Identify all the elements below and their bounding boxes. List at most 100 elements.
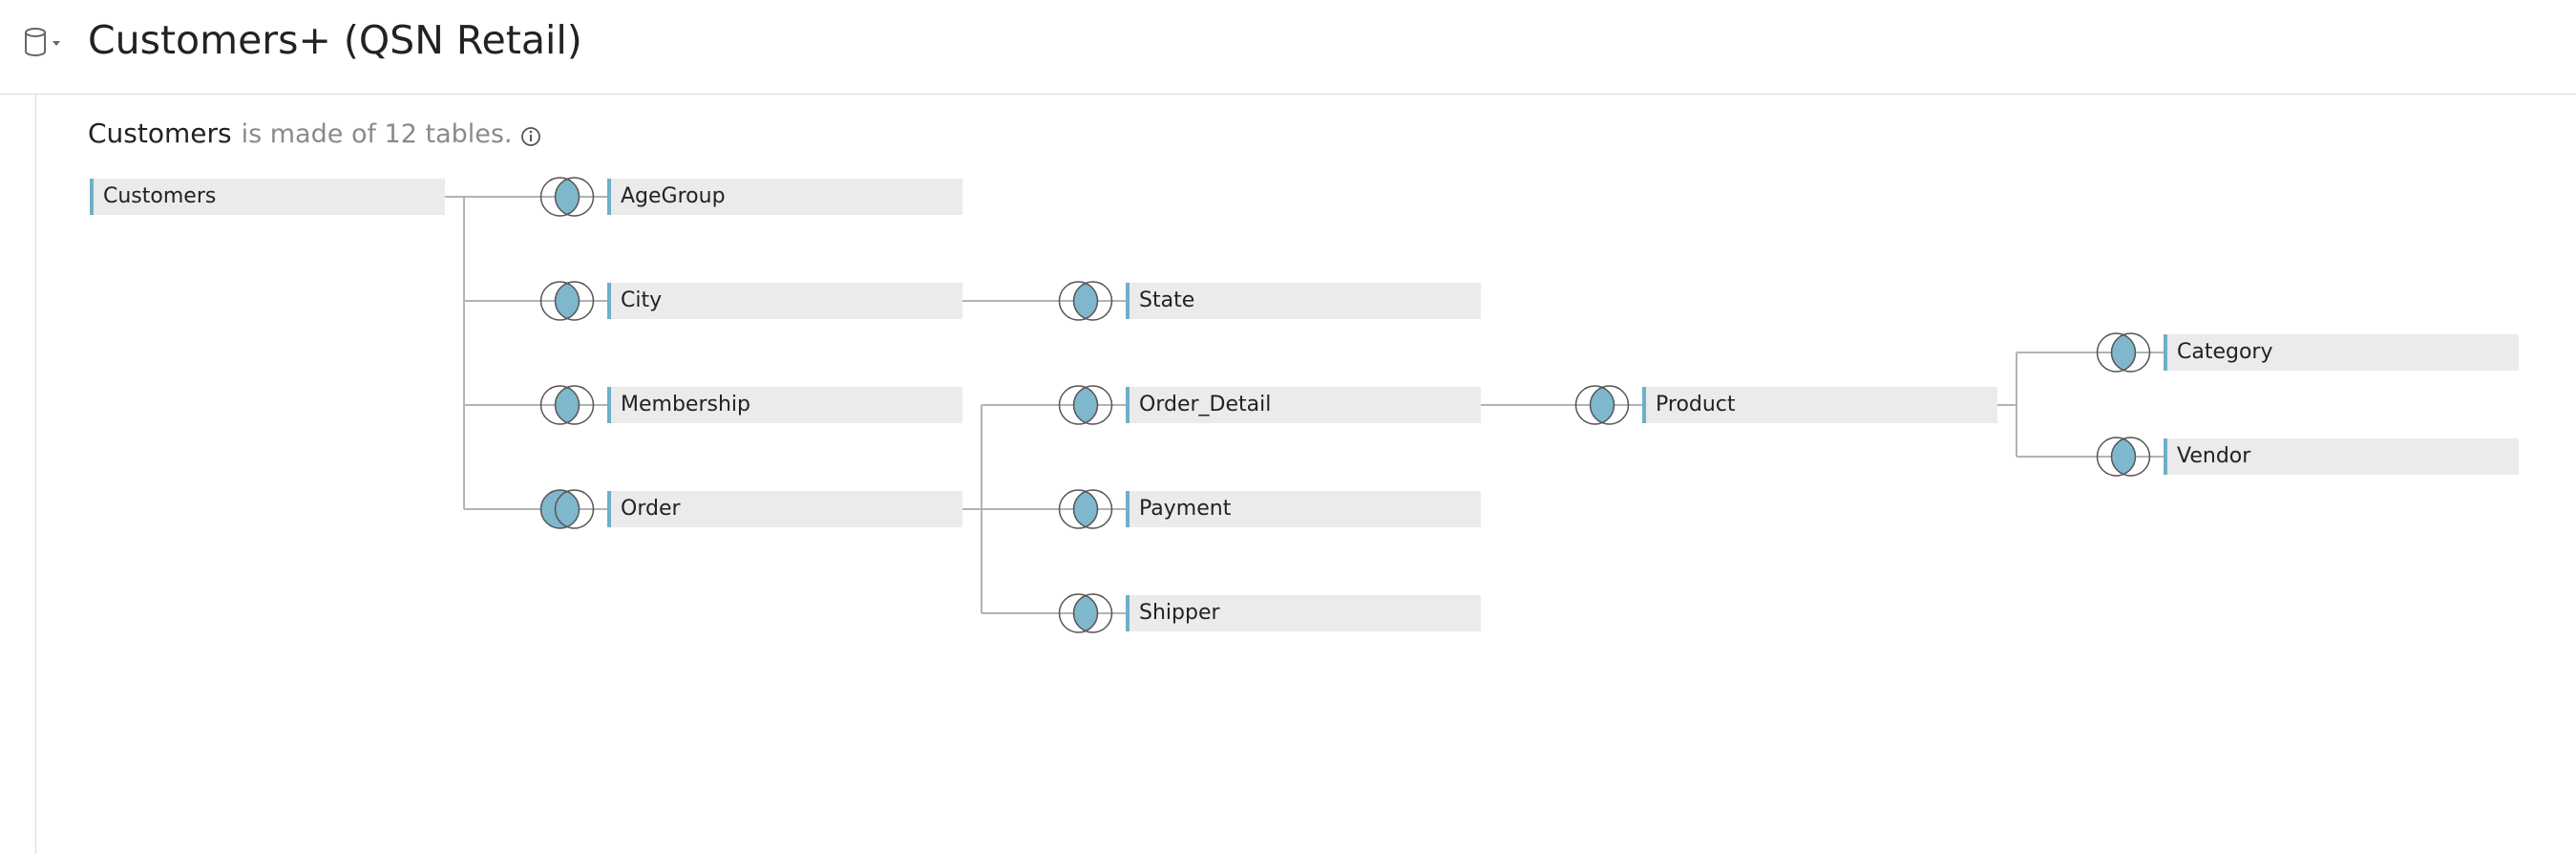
connector-line xyxy=(2147,352,2164,353)
join-right-circle xyxy=(1072,593,1113,633)
table-accent xyxy=(2164,334,2167,371)
join-right-circle xyxy=(1072,281,1113,321)
page-title: Customers+ (QSN Retail) xyxy=(88,17,582,63)
table-node-shipper[interactable] xyxy=(1126,595,1481,631)
inner-join-icon[interactable] xyxy=(1058,385,1127,425)
table-node-state[interactable] xyxy=(1126,283,1481,319)
join-right-circle xyxy=(2110,332,2151,373)
inner-join-icon[interactable] xyxy=(1058,489,1127,529)
join-overlap-fill xyxy=(1073,490,1098,528)
table-node-order[interactable] xyxy=(607,491,962,527)
table-box xyxy=(1126,491,1481,527)
table-node-agegroup[interactable] xyxy=(607,179,962,215)
join-right-circle xyxy=(2110,437,2151,477)
table-accent xyxy=(607,283,611,319)
inner-join-icon[interactable] xyxy=(539,281,608,321)
connector-line xyxy=(1109,612,1126,614)
info-icon[interactable] xyxy=(520,126,541,147)
table-box xyxy=(1642,387,1997,423)
table-accent xyxy=(2164,438,2167,475)
inner-join-icon[interactable] xyxy=(1058,593,1127,633)
connector-line xyxy=(591,196,607,198)
table-node-customers[interactable] xyxy=(90,179,445,215)
connector-line xyxy=(591,404,607,406)
inner-join-icon[interactable] xyxy=(2096,437,2164,477)
connector-line xyxy=(1626,404,1642,406)
join-right-circle xyxy=(1072,385,1113,425)
database-icon[interactable] xyxy=(23,25,67,59)
inner-join-icon[interactable] xyxy=(2096,332,2164,373)
summary-line: Customers is made of 12 tables. xyxy=(88,115,541,153)
inner-join-icon[interactable] xyxy=(539,385,608,425)
join-overlap-fill xyxy=(555,178,580,216)
table-accent xyxy=(607,387,611,423)
join-right-circle xyxy=(554,385,595,425)
table-node-category[interactable] xyxy=(2164,334,2519,371)
table-box xyxy=(2164,438,2519,475)
join-overlap-fill xyxy=(2111,333,2136,372)
join-overlap-fill xyxy=(1073,386,1098,424)
table-node-membership[interactable] xyxy=(607,387,962,423)
join-left-circle xyxy=(2096,437,2137,477)
table-box xyxy=(607,283,962,319)
join-left-circle xyxy=(1058,281,1099,321)
join-right-circle xyxy=(554,177,595,217)
left-join-icon[interactable] xyxy=(539,489,608,529)
connector-line xyxy=(1109,508,1126,510)
table-box xyxy=(607,491,962,527)
join-right-circle xyxy=(554,281,595,321)
join-left-circle xyxy=(539,177,581,217)
caret-down-icon xyxy=(53,41,60,46)
join-left-circle xyxy=(1058,593,1099,633)
join-left-circle xyxy=(2096,332,2137,373)
inner-join-icon[interactable] xyxy=(1058,281,1127,321)
join-overlap-fill xyxy=(1073,282,1098,320)
connector-line xyxy=(1109,404,1126,406)
table-box xyxy=(1126,595,1481,631)
join-right-circle xyxy=(554,489,595,529)
join-overlap-fill xyxy=(555,386,580,424)
table-box xyxy=(1126,283,1481,319)
table-accent xyxy=(1126,283,1130,319)
join-left-circle xyxy=(539,489,581,529)
table-box xyxy=(90,179,445,215)
join-overlap-fill xyxy=(1073,594,1098,632)
join-left-circle xyxy=(539,281,581,321)
table-accent xyxy=(1126,491,1130,527)
table-accent xyxy=(1126,387,1130,423)
header: Customers+ (QSN Retail) xyxy=(0,0,2576,95)
join-left-circle xyxy=(1058,489,1099,529)
join-left-circle xyxy=(1574,385,1615,425)
connector-line xyxy=(591,508,607,510)
table-node-city[interactable] xyxy=(607,283,962,319)
table-node-payment[interactable] xyxy=(1126,491,1481,527)
connector-line xyxy=(2147,456,2164,458)
join-left-circle xyxy=(539,385,581,425)
connector-line xyxy=(591,300,607,302)
table-node-product[interactable] xyxy=(1642,387,1997,423)
join-right-circle xyxy=(1072,489,1113,529)
table-box xyxy=(607,179,962,215)
table-node-order-detail[interactable] xyxy=(1126,387,1481,423)
connector-lines xyxy=(445,196,2164,614)
table-node-vendor[interactable] xyxy=(2164,438,2519,475)
table-box xyxy=(1126,387,1481,423)
inner-join-icon[interactable] xyxy=(1574,385,1643,425)
join-overlap-fill xyxy=(2111,438,2136,476)
summary-text: is made of 12 tables. xyxy=(241,119,513,149)
join-right-circle xyxy=(1589,385,1630,425)
table-box xyxy=(2164,334,2519,371)
relationship-canvas xyxy=(35,95,2576,854)
table-box xyxy=(607,387,962,423)
table-accent xyxy=(90,179,94,215)
inner-join-icon[interactable] xyxy=(539,177,608,217)
connector-line xyxy=(1109,300,1126,302)
join-overlap-fill xyxy=(1590,386,1615,424)
table-accent xyxy=(1126,595,1130,631)
table-accent xyxy=(607,179,611,215)
table-accent xyxy=(607,491,611,527)
table-accent xyxy=(1642,387,1646,423)
join-left-circle xyxy=(1058,385,1099,425)
summary-table-name: Customers xyxy=(88,117,232,149)
